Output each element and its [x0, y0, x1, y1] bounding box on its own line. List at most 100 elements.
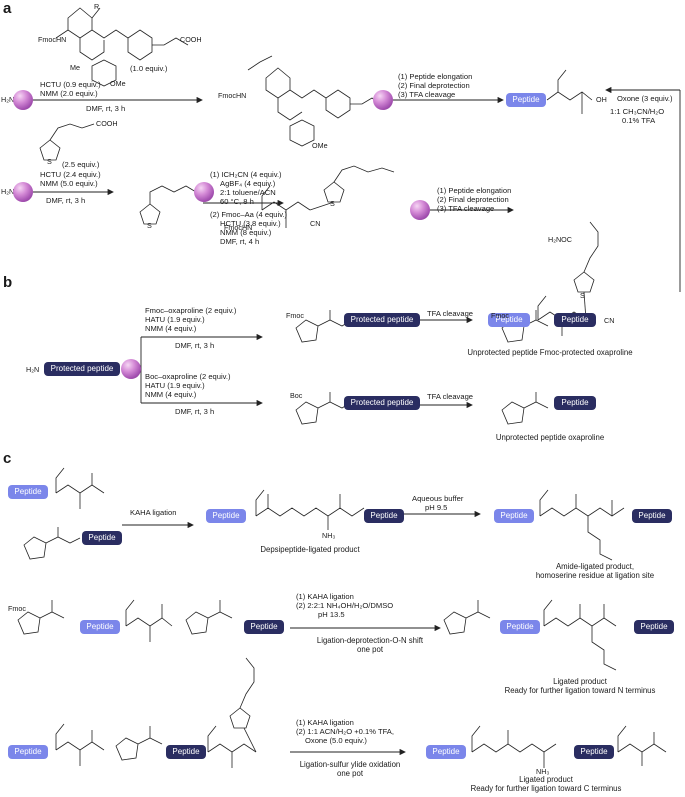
- panel-label-c: c: [3, 450, 12, 467]
- peptide-block: Peptide: [494, 509, 534, 523]
- c-amide-2: homoserine residue at ligation site: [535, 571, 655, 580]
- peptide-block: Peptide: [506, 93, 546, 107]
- c-ligated1-2: Ready for further ligation toward N term…: [504, 686, 656, 695]
- b-upper-below: DMF, rt, 3 h: [175, 341, 215, 350]
- peptide-block: Peptide: [166, 745, 206, 759]
- c-ligated2-2: Ready for further ligation toward C term…: [470, 784, 622, 793]
- steps1-line1: (1) Peptide elongation: [398, 72, 473, 81]
- label-fmochn-3: FmocHN: [224, 223, 253, 232]
- c-onepot2-3: Oxone (5.0 equiv.): [305, 736, 367, 745]
- resin-bead: [121, 359, 141, 379]
- peptide-block: Peptide: [488, 313, 530, 327]
- peptide-block: Peptide: [574, 745, 614, 759]
- steps1-line3: (3) TFA cleavage: [398, 90, 456, 99]
- label-s-1: S: [47, 157, 52, 166]
- label-boc: Boc: [290, 391, 303, 400]
- c-ligated1-1: Ligated product: [553, 677, 607, 686]
- label-fmochn-2: FmocHN: [218, 91, 247, 100]
- b-lower-cond-3: NMM (4 equiv.): [145, 390, 197, 399]
- c-onepot1-3: pH 13.5: [318, 610, 345, 619]
- peptide-block: Peptide: [554, 313, 596, 327]
- b-lower-below: DMF, rt, 3 h: [175, 407, 215, 416]
- peptide-block: Peptide: [426, 745, 466, 759]
- cond1-below: DMF, rt, 3 h: [86, 104, 126, 113]
- c-onepot2-below-2: one pot: [336, 769, 363, 778]
- reagent2-equiv: (2.5 equiv.): [62, 160, 100, 169]
- steps2b-line2: HCTU (3.8 equiv.): [220, 219, 281, 228]
- label-s-4: S: [580, 291, 585, 300]
- label-fmoc-b1: Fmoc: [286, 311, 304, 320]
- label-cn-2: CN: [604, 316, 615, 325]
- c-onepot1-below-1: Ligation-deprotection-O-N shift: [316, 636, 424, 645]
- label-nh2-b: H₂N: [26, 365, 40, 374]
- c-depsi-label: Depsipeptide-ligated product: [260, 545, 360, 554]
- b-lower-tfa: TFA cleavage: [427, 392, 474, 401]
- label-cooh-2: COOH: [96, 119, 118, 128]
- label-nh2-a1: H₂N: [1, 95, 15, 104]
- peptide-block: Peptide: [632, 509, 672, 523]
- c-onepot2-2: (2) 1:1 ACN/H₂O +0.1% TFA,: [296, 727, 394, 736]
- peptide-block: Peptide: [634, 620, 674, 634]
- c-onepot1-1: (1) KAHA ligation: [296, 592, 354, 601]
- label-cn-1: CN: [310, 219, 321, 228]
- protected-peptide-block: Protected peptide: [44, 362, 120, 376]
- label-fmochn: FmocHN: [38, 35, 67, 44]
- steps2b-line1: (2) Fmoc–Aa (4 equiv.): [210, 210, 288, 219]
- c-aqueous-2: pH 9.5: [425, 503, 448, 512]
- reagent1-equiv: (1.0 equiv.): [130, 64, 168, 73]
- protected-peptide-block: Protected peptide: [344, 396, 420, 410]
- peptide-block: Peptide: [8, 485, 48, 499]
- peptide-block: Peptide: [554, 396, 596, 410]
- panel-label-a: a: [3, 0, 12, 17]
- label-nh3-2: NH₃: [536, 767, 550, 776]
- oxone-line2: 1:1 CH₃CN/H₂O: [610, 107, 665, 116]
- label-ome-2: OMe: [312, 141, 328, 150]
- c-ligated2-1: Ligated product: [519, 775, 573, 784]
- steps2a-line1: (1) ICH₂CN (4 equiv.): [210, 170, 282, 179]
- b-upper-cond-2: HATU (1.9 equiv.): [145, 315, 205, 324]
- resin-bead: [13, 90, 33, 110]
- steps2a-line4: 60 °C, 8 h: [220, 197, 254, 206]
- c-amide-1: Amide-ligated product,: [555, 562, 634, 571]
- steps3-line1: (1) Peptide elongation: [437, 186, 512, 195]
- resin-bead: [410, 200, 430, 220]
- steps2b-line3: NMM (8 equiv.): [220, 228, 272, 237]
- cond2-line2: NMM (5.0 equiv.): [40, 179, 98, 188]
- cond2-below: DMF, rt, 3 h: [46, 196, 86, 205]
- label-s-2: S: [147, 221, 152, 230]
- cond2-line1: HCTU (2.4 equiv.): [40, 170, 101, 179]
- b-lower-product: Unprotected peptide oxaproline: [495, 433, 605, 442]
- c-kaha-1: KAHA ligation: [130, 508, 177, 517]
- panel-label-b: b: [3, 274, 13, 291]
- steps2a-line2: AgBF₄ (4 equiv.): [220, 179, 276, 188]
- steps1-line2: (2) Final deprotection: [398, 81, 470, 90]
- c-onepot2-1: (1) KAHA ligation: [296, 718, 354, 727]
- label-me: Me: [70, 63, 80, 72]
- oxone-line1: Oxone (3 equiv.): [617, 94, 673, 103]
- peptide-block: Peptide: [8, 745, 48, 759]
- steps2a-line3: 2:1 toluene/ACN: [220, 188, 276, 197]
- b-upper-cond-1: Fmoc–oxaproline (2 equiv.): [145, 306, 237, 315]
- b-upper-tfa: TFA cleavage: [427, 309, 474, 318]
- b-lower-cond-2: HATU (1.9 equiv.): [145, 381, 205, 390]
- steps3-line3: (3) TFA cleavage: [437, 204, 495, 213]
- peptide-block: Peptide: [82, 531, 122, 545]
- label-fmoc-c: Fmoc: [8, 604, 26, 613]
- label-r: R: [94, 2, 100, 11]
- b-lower-cond-1: Boc–oxaproline (2 equiv.): [145, 372, 231, 381]
- c-aqueous-1: Aqueous buffer: [412, 494, 464, 503]
- peptide-block: Peptide: [364, 509, 404, 523]
- c-onepot1-below-2: one pot: [356, 645, 383, 654]
- label-nh3-1: NH₃: [322, 531, 336, 540]
- label-ome: OMe: [110, 79, 126, 88]
- label-nh2-a2: H₂N: [1, 187, 15, 196]
- cond1-line1: HCTU (0.9 equiv.): [40, 80, 101, 89]
- resin-bead: [13, 182, 33, 202]
- b-upper-product: Unprotected peptide Fmoc-protected oxapr…: [467, 348, 633, 357]
- steps2b-line4: DMF, rt, 4 h: [220, 237, 260, 246]
- cond1-line2: NMM (2.0 equiv.): [40, 89, 98, 98]
- oxone-line3: 0.1% TFA: [622, 116, 656, 125]
- label-cooh: COOH: [180, 35, 202, 44]
- peptide-block: Peptide: [206, 509, 246, 523]
- c-onepot1-2: (2) 2:2:1 NH₄OH/H₂O/DMSO: [296, 601, 394, 610]
